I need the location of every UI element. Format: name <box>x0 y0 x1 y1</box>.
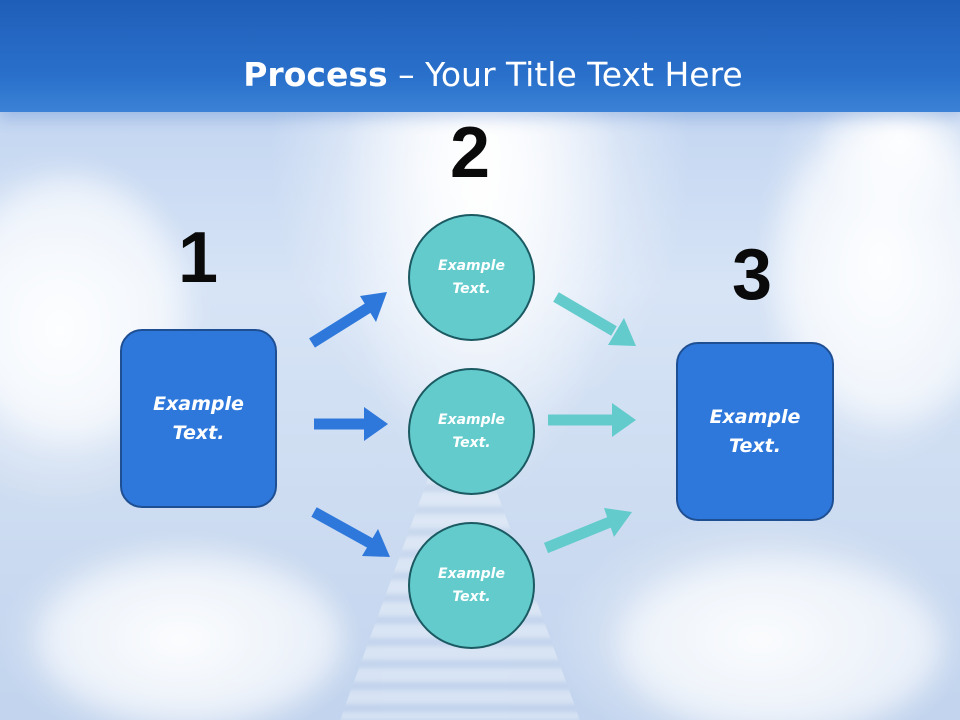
title-rest: – Your Title Text Here <box>387 55 743 94</box>
step-3-number: 3 <box>732 235 773 315</box>
arrow-1-to-2c <box>311 507 390 557</box>
step-2-circle-1: Example Text. <box>408 214 535 341</box>
arrow-2c-to-3 <box>543 508 632 554</box>
title-band <box>0 0 960 112</box>
step-1-box: Example Text. <box>120 329 277 508</box>
cloud-bottom-right <box>620 560 940 720</box>
arrow-1-to-2b <box>314 407 388 441</box>
step-2-circle-2: Example Text. <box>408 368 535 495</box>
arrow-2a-to-3 <box>553 292 636 346</box>
arrow-1-to-2a <box>309 292 387 348</box>
step-2-number: 2 <box>450 113 491 193</box>
step-3-box: Example Text. <box>676 342 834 521</box>
step-2-circle-3: Example Text. <box>408 522 535 649</box>
step-1-number: 1 <box>178 218 219 298</box>
cloud-bottom-left <box>40 560 340 720</box>
title-bold: Process <box>243 55 388 94</box>
arrow-2b-to-3 <box>548 403 636 437</box>
slide-title: Process – Your Title Text Here <box>0 54 960 96</box>
